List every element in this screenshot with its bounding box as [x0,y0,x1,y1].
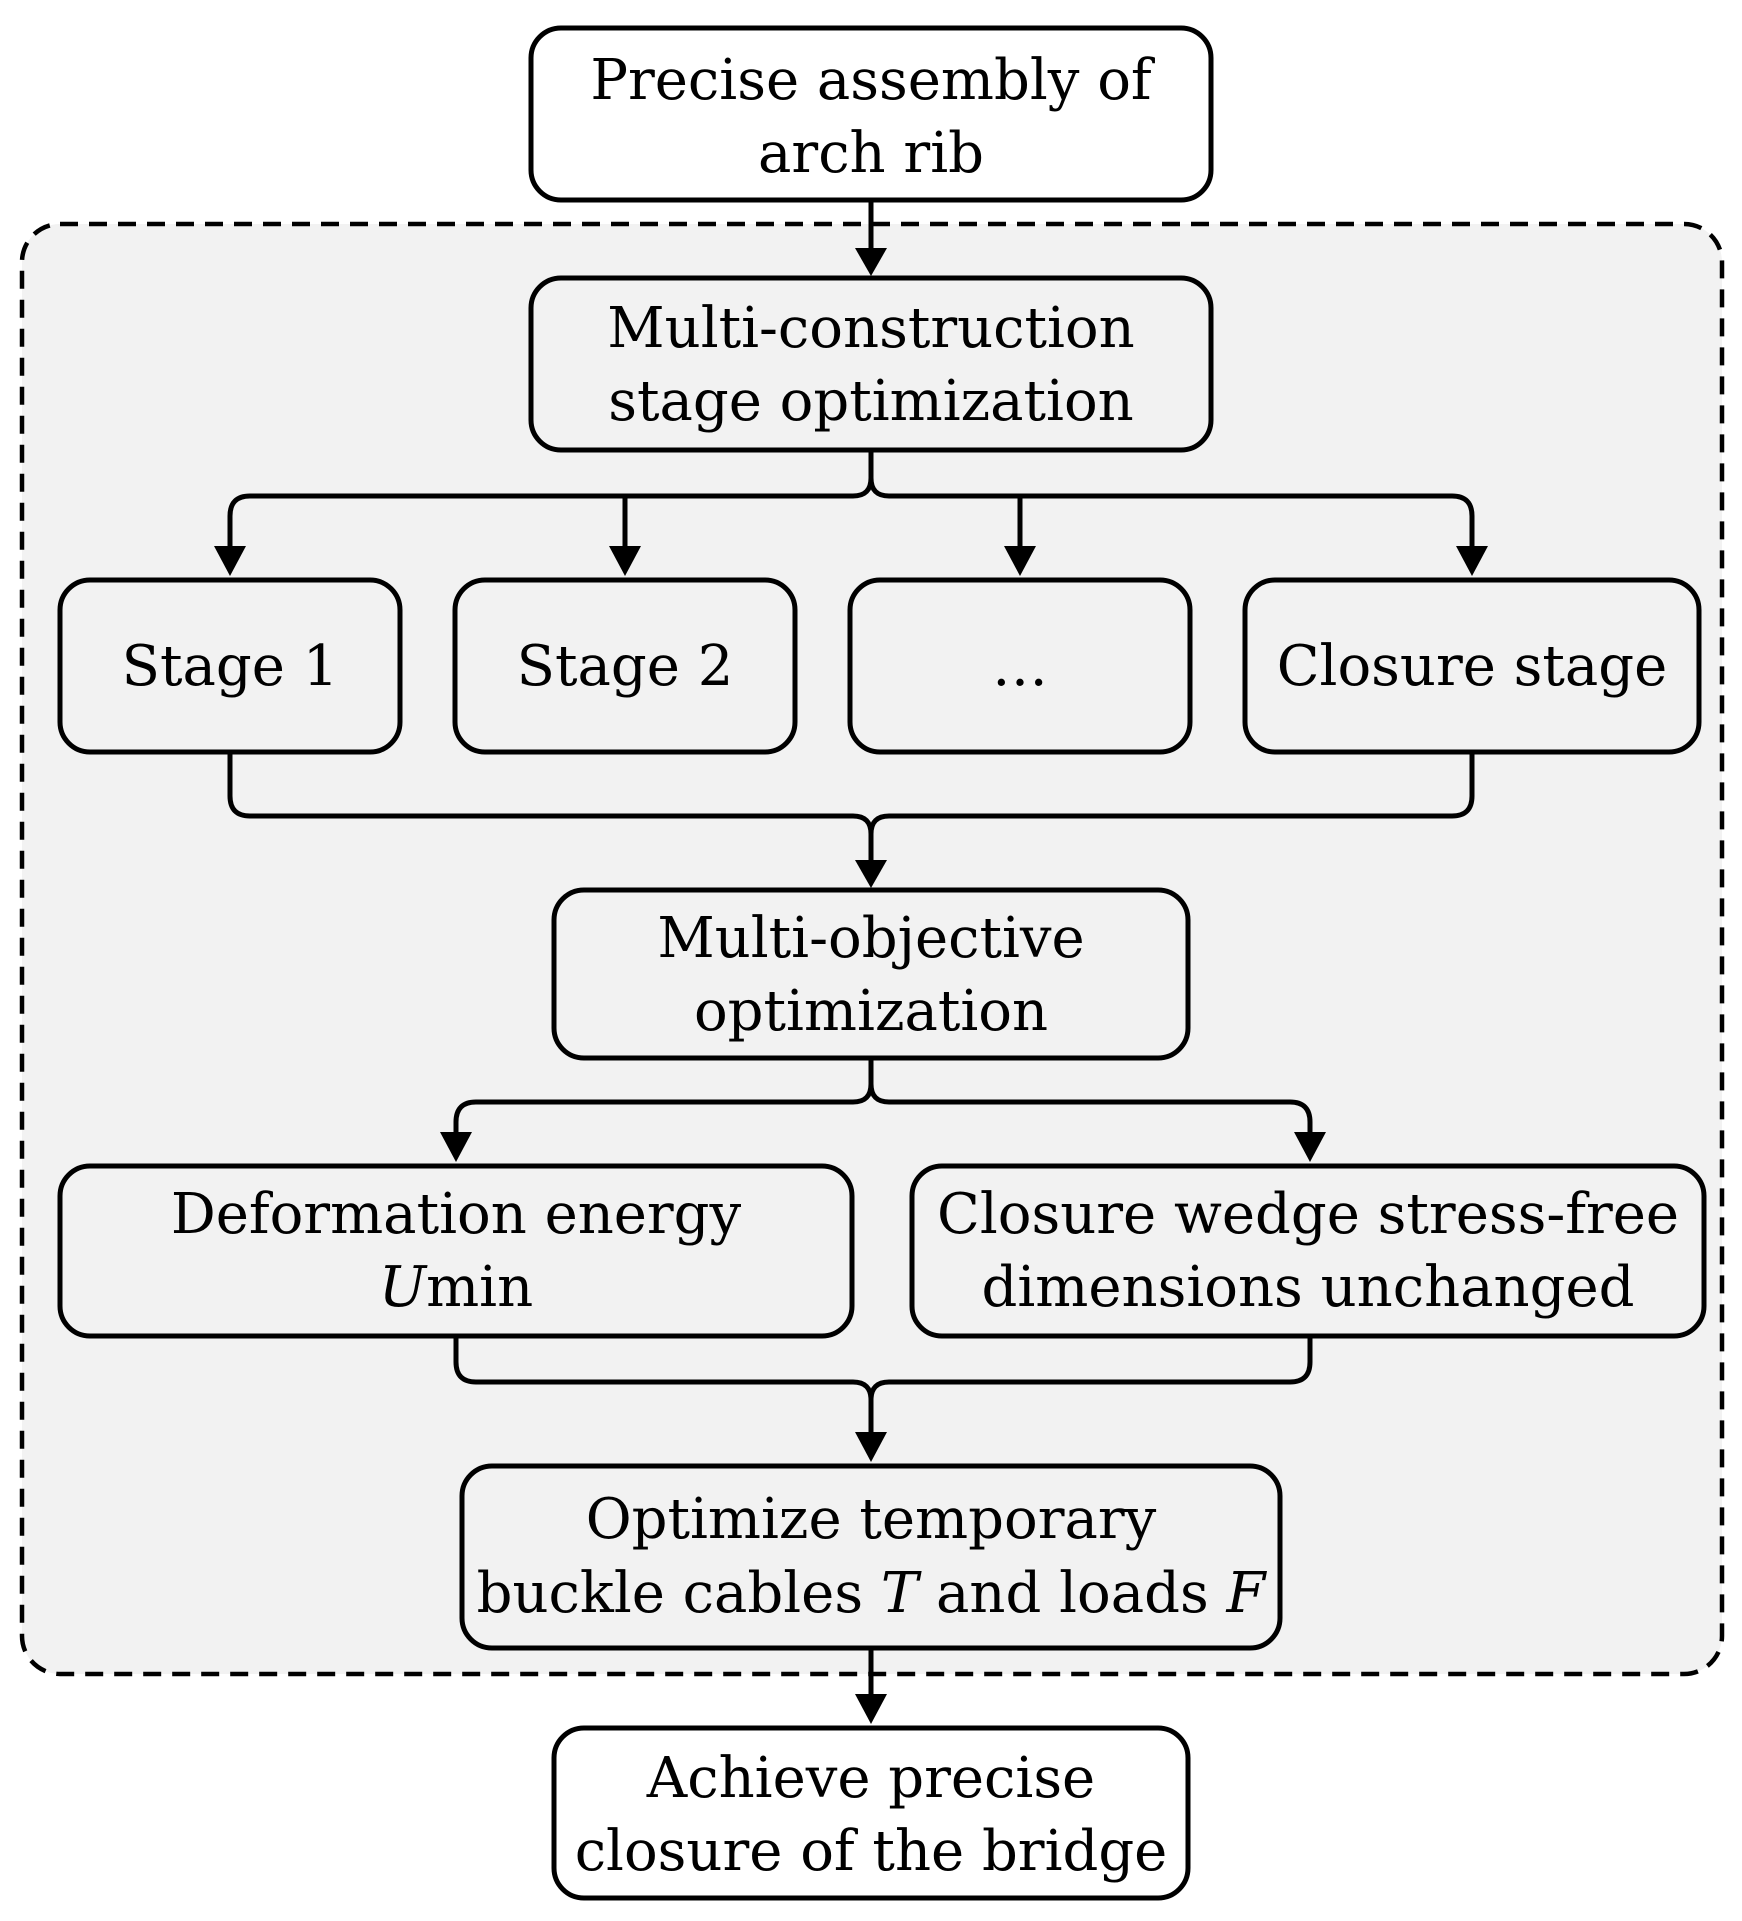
node-top-box [528,25,1214,203]
node-stage-2-label: Stage 2 [517,634,734,699]
node-multi-objective-label-1: Multi-objective [657,906,1084,971]
symbol-F: F [1226,1561,1268,1626]
node-stage-2-box [452,577,798,755]
text-buckle-cables: buckle cables [477,1561,881,1626]
node-multi-objective-label-2: optimization [694,979,1048,1044]
node-ellipsis-box [847,577,1193,755]
node-deformation-energy: Deformation energy Umin [57,1163,855,1339]
symbol-T: T [881,1561,922,1626]
edge-fanout-objectives-right [868,1083,1313,1132]
node-closure-wedge-label-2: dimensions unchanged [982,1255,1635,1320]
node-top-label-2: arch rib [758,121,984,186]
node-closure-stage-label: Closure stage [1277,634,1668,699]
arrowhead [609,546,641,576]
node-stage-2: Stage 2 [452,577,798,755]
text-and-loads: and loads [918,1561,1226,1626]
edge-fanin-stages-right [868,754,1475,835]
node-top-label-1: Precise assembly of [590,48,1156,113]
node-multi-construction: Multi-construction stage optimization [528,275,1214,453]
node-ellipsis-label: … [992,634,1048,699]
node-closure-wedge-box [909,1163,1707,1339]
node-stage-1-box [57,577,403,755]
node-bottom-label-2: closure of the bridge [575,1819,1168,1884]
node-closure-stage: Closure stage [1242,577,1702,755]
arrowhead [214,546,246,576]
arrowhead [855,1694,887,1724]
node-deformation-energy-box [57,1163,855,1339]
node-closure-wedge-label-1: Closure wedge stress-free [937,1182,1679,1247]
node-optimize-cables: Optimize temporary buckle cables T and l… [459,1463,1283,1651]
node-top: Precise assembly of arch rib [528,25,1214,203]
arrowhead [1294,1132,1326,1162]
node-multi-objective: Multi-objective optimization [551,887,1191,1061]
arrowhead [855,860,887,888]
node-ellipsis: … [847,577,1193,755]
edge-fanout-stages-right [868,477,1475,546]
node-multi-construction-label-2: stage optimization [608,369,1134,434]
node-deformation-energy-label-2: Umin [379,1255,533,1320]
node-multi-construction-box [528,275,1214,453]
node-optimize-cables-label-1: Optimize temporary [586,1487,1157,1552]
node-optimize-cables-box [459,1463,1283,1651]
node-closure-wedge: Closure wedge stress-free dimensions unc… [909,1163,1707,1339]
symbol-min: min [426,1255,533,1320]
arrowhead [855,1432,887,1462]
arrowhead [1456,546,1488,576]
node-multi-construction-label-1: Multi-construction [607,296,1134,361]
arrowhead [440,1132,472,1162]
edges [214,200,1488,1724]
arrowhead [855,248,887,276]
node-multi-objective-box [551,887,1191,1061]
arrowhead [1004,546,1036,576]
node-deformation-energy-label-1: Deformation energy [171,1182,742,1247]
node-stage-1-label: Stage 1 [122,634,339,699]
node-optimize-cables-label-2: buckle cables T and loads F [477,1561,1268,1626]
node-bottom: Achieve precise closure of the bridge [551,1725,1191,1901]
node-bottom-label-1: Achieve precise [646,1746,1095,1811]
edge-fanin-objectives-right [868,1336,1313,1401]
node-closure-stage-box [1242,577,1702,755]
node-stage-1: Stage 1 [57,577,403,755]
node-bottom-box [551,1725,1191,1901]
symbol-U: U [379,1255,428,1320]
